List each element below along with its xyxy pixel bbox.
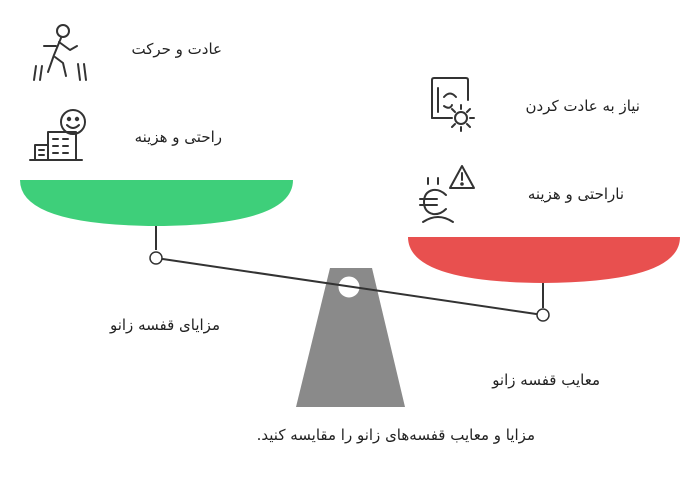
left-side-title: مزایای قفسه زانو [109, 316, 220, 334]
fulcrum [296, 268, 405, 407]
diagram-caption: مزایا و معایب قفسه‌های زانو را مقایسه کن… [256, 426, 535, 444]
left-item-2-label: راحتی و هزینه [134, 128, 222, 146]
left-pan-joint [149, 251, 163, 265]
happy-building-icon [29, 109, 86, 161]
right-pan-joint [536, 308, 550, 322]
walking-person-icon [33, 24, 87, 81]
euro-warning-icon [419, 165, 475, 223]
right-side-title: معایب قفسه زانو [492, 371, 600, 389]
right-pan [408, 237, 680, 283]
left-pan [20, 180, 293, 226]
left-item-1-label: عادت و حرکت [131, 40, 222, 58]
right-item-2-label: ناراحتی و هزینه [527, 185, 624, 203]
scale-beam [155, 257, 544, 316]
face-gear-icon [431, 77, 475, 132]
right-item-1-label: نیاز به عادت کردن [525, 97, 640, 115]
